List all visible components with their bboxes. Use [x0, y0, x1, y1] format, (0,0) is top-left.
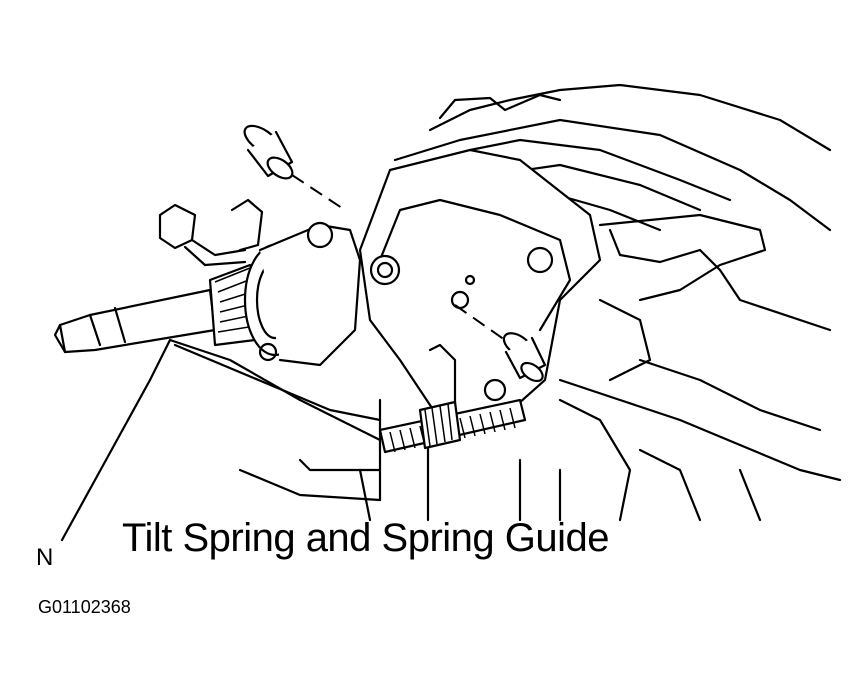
wire-connector — [158, 198, 264, 267]
marker-label: N — [36, 544, 54, 571]
steering-shaft — [53, 221, 362, 367]
tilt-spring — [378, 398, 527, 522]
bushing-upper — [243, 124, 346, 211]
marker-leader-line — [60, 378, 152, 542]
figure-code: G01102368 — [38, 597, 131, 617]
bolt-lower — [454, 304, 547, 383]
diagram-caption: Tilt Spring and Spring Guide — [122, 516, 610, 560]
